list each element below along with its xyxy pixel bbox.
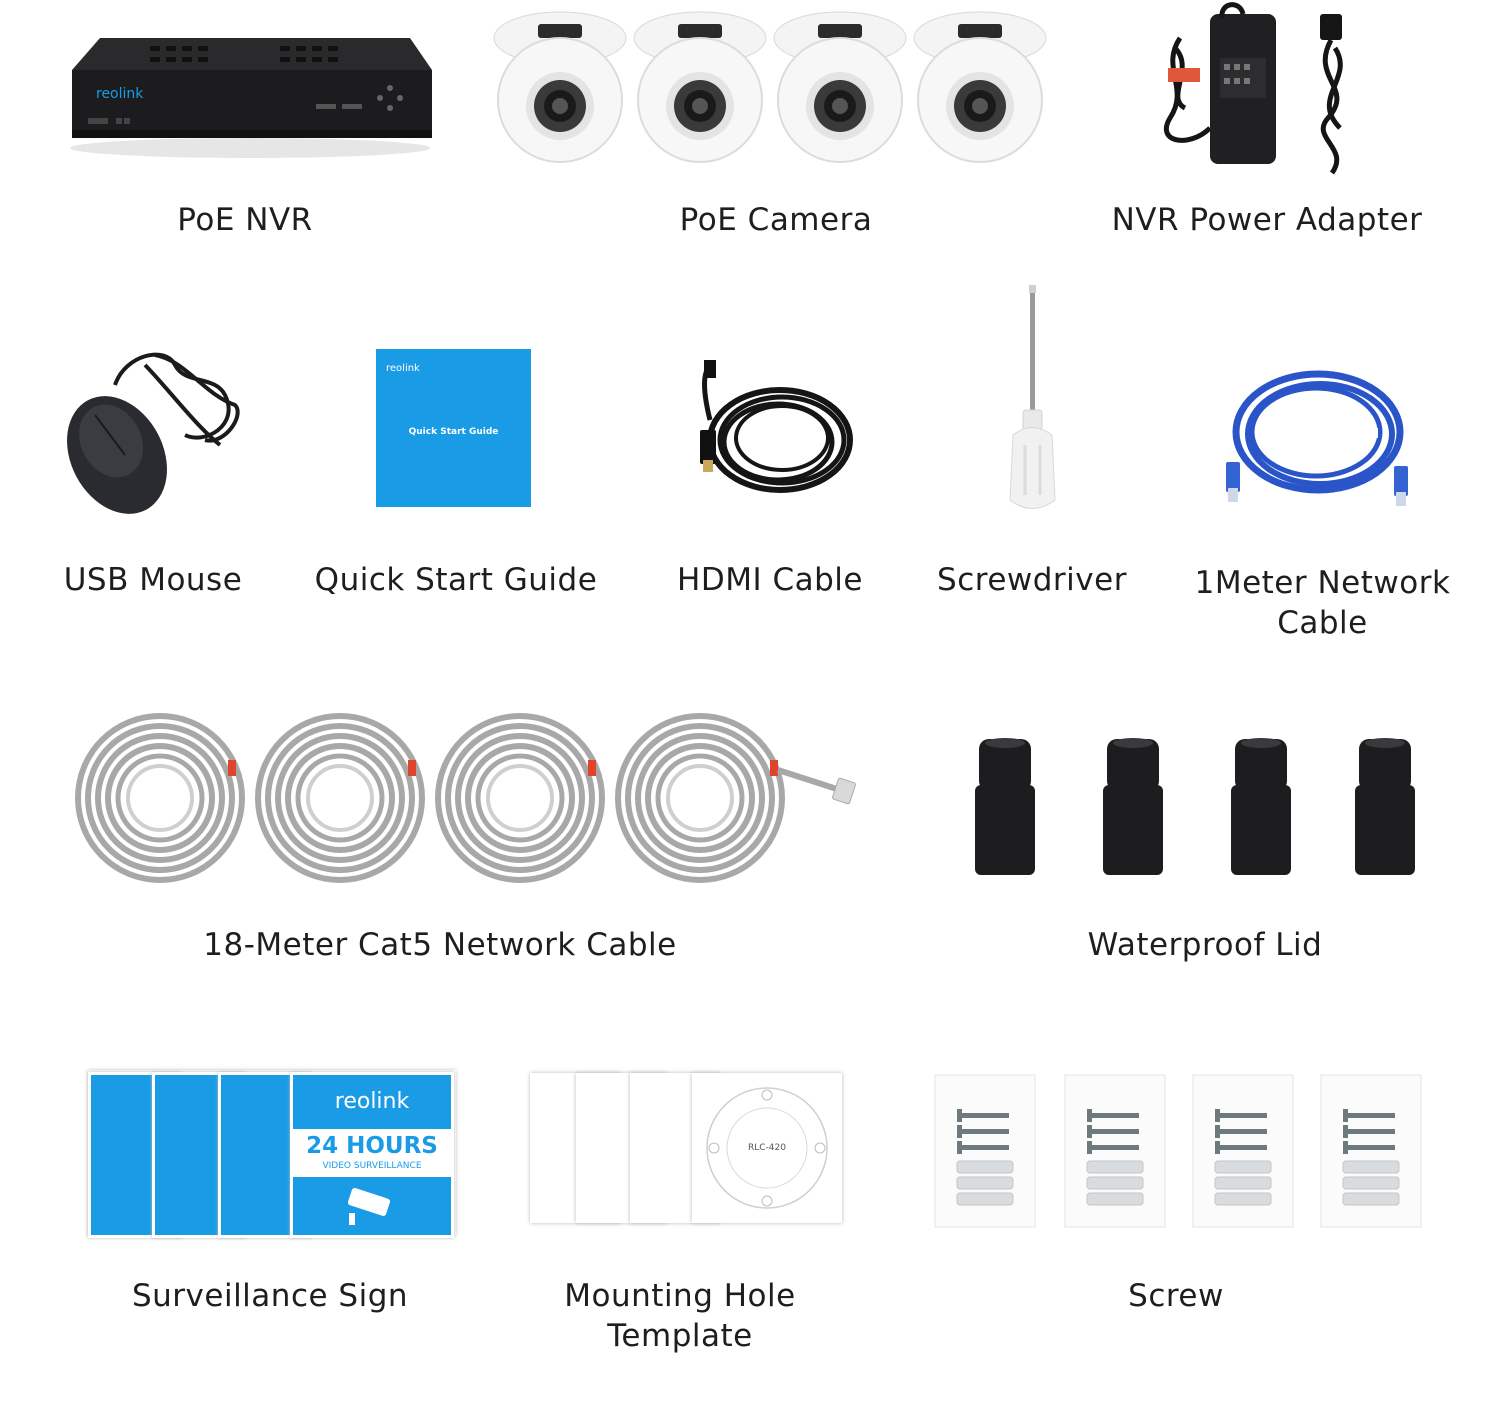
label-waterproof-lid: Waterproof Lid [1087, 927, 1323, 963]
label-network-cable-1m: 1Meter Network Cable [1194, 565, 1451, 641]
label-poe-nvr: PoE NVR [177, 202, 313, 238]
waterproof-lid-image [975, 735, 1425, 880]
network-cable-1m-image [1218, 362, 1418, 512]
label-poe-camera: PoE Camera [679, 202, 873, 238]
poe-nvr-image: reolink [60, 30, 440, 160]
network-cable-18m-image [70, 710, 870, 890]
quick-start-guide-image: reolink Quick Start Guide [376, 349, 531, 507]
label-quick-start-guide: Quick Start Guide [314, 562, 598, 598]
screw-image [934, 1074, 1425, 1230]
camera-icon [347, 1188, 391, 1225]
label-screw: Screw [1128, 1278, 1224, 1314]
hdmi-cable-image [670, 360, 860, 510]
screwdriver-image [1005, 285, 1060, 515]
guide-logo: reolink [386, 363, 420, 374]
label-surveillance-sign: Surveillance Sign [131, 1278, 409, 1314]
sign-subline: VIDEO SURVEILLANCE [322, 1161, 422, 1171]
label-usb-mouse: USB Mouse [63, 562, 243, 598]
sign-logo: reolink [334, 1089, 410, 1114]
sign-headline: 24 HOURS [306, 1133, 438, 1159]
nvr-power-adapter-image [1150, 2, 1380, 178]
label-nvr-power-adapter: NVR Power Adapter [1111, 202, 1423, 238]
guide-cover-title: Quick Start Guide [408, 427, 499, 437]
template-model-text: RLC-420 [748, 1143, 786, 1153]
sign-white-band: 24 HOURS VIDEO SURVEILLANCE [293, 1129, 451, 1177]
label-mounting-template: Mounting Hole Template [564, 1278, 796, 1354]
sign-card-front: reolink 24 HOURS VIDEO SURVEILLANCE [290, 1072, 454, 1238]
surveillance-sign-image: reolink 24 HOURS VIDEO SURVEILLANCE [88, 1070, 456, 1238]
usb-mouse-image [55, 345, 255, 515]
label-hdmi-cable: HDMI Cable [677, 562, 863, 598]
template-sheet-front: RLC-420 [692, 1073, 842, 1223]
poe-camera-image [490, 8, 1070, 168]
mounting-template-image: RLC-420 [530, 1073, 845, 1228]
nvr-logo: reolink [96, 86, 144, 102]
label-screwdriver: Screwdriver [937, 562, 1127, 598]
label-network-cable-18m: 18-Meter Cat5 Network Cable [203, 927, 677, 963]
